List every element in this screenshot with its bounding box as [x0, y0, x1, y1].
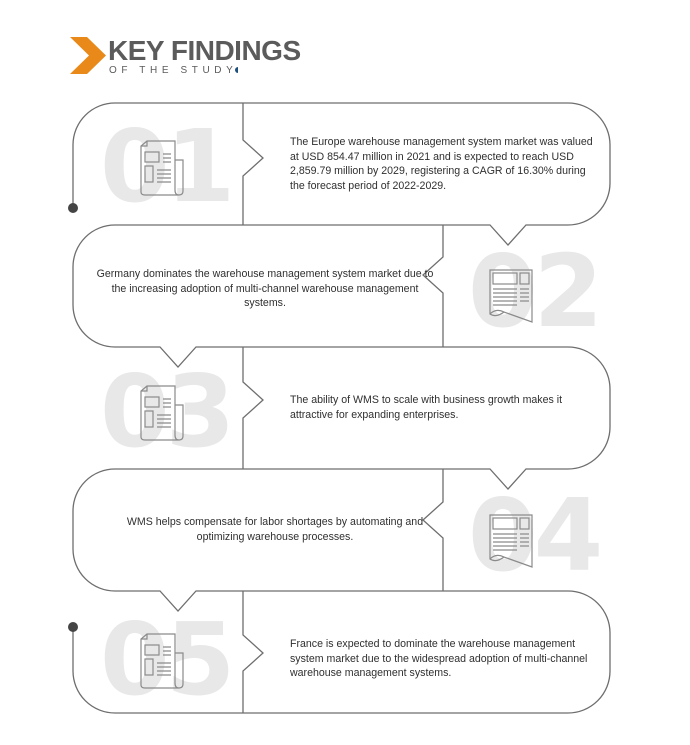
newspaper-icon [140, 140, 184, 196]
newspaper-icon [140, 633, 184, 689]
timeline-dot [68, 622, 78, 632]
newspaper-icon [489, 514, 533, 568]
finding-text: The Europe warehouse management system m… [290, 136, 593, 192]
dot-icon [235, 67, 239, 73]
page-title: KEY FINDINGS [108, 35, 301, 66]
finding-number: 01 [100, 108, 235, 225]
timeline-dot [68, 203, 78, 213]
finding-text: France is expected to dominate the wareh… [290, 638, 588, 679]
newspaper-icon [489, 269, 533, 323]
finding-number: 03 [100, 353, 235, 470]
finding-text: The ability of WMS to scale with busines… [290, 394, 563, 421]
chevron-logo-icon [70, 37, 106, 74]
finding-number: 05 [100, 601, 235, 718]
newspaper-icon [140, 385, 184, 441]
finding-text: Germany dominates the warehouse manageme… [96, 268, 434, 309]
page-subtitle: OF THE STUDY [109, 65, 239, 76]
finding-text: WMS helps compensate for labor shortages… [126, 516, 424, 543]
